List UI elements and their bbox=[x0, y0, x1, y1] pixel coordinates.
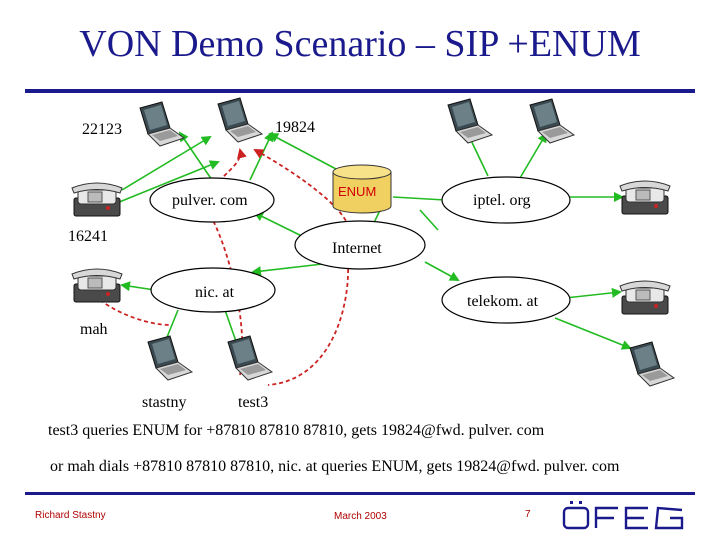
number-16241: 16241 bbox=[68, 228, 108, 245]
laptop-icon bbox=[629, 341, 675, 387]
phone-icon bbox=[71, 268, 123, 303]
laptop-icon bbox=[529, 98, 575, 144]
caption-line-1: test3 queries ENUM for +87810 87810 8781… bbox=[48, 422, 545, 439]
telekom-node bbox=[441, 276, 571, 324]
enum-label: ENUM bbox=[338, 184, 377, 199]
phone-icon bbox=[619, 180, 671, 215]
user-stastny: stastny bbox=[142, 394, 187, 411]
footer-author: Richard Stastny bbox=[35, 510, 106, 521]
slide-title: VON Demo Scenario – SIP +ENUM bbox=[79, 23, 641, 65]
phone-icon bbox=[619, 280, 671, 315]
pulver-node bbox=[149, 177, 275, 223]
laptop-icon bbox=[217, 97, 263, 143]
user-mah: mah bbox=[80, 321, 108, 338]
slide-number: 7 bbox=[525, 509, 531, 520]
iptel-node bbox=[441, 176, 571, 224]
footer-divider bbox=[25, 492, 695, 495]
iptel-label: iptel. org bbox=[473, 192, 531, 209]
pulver-label: pulver. com bbox=[172, 192, 248, 209]
number-22123: 22123 bbox=[82, 121, 122, 138]
phone-icon bbox=[71, 182, 123, 217]
nicat-label: nic. at bbox=[195, 284, 235, 301]
footer-date: March 2003 bbox=[334, 511, 387, 522]
nicat-node bbox=[150, 267, 276, 313]
telekom-label: telekom. at bbox=[467, 293, 539, 310]
number-19824: 19824 bbox=[275, 119, 315, 136]
internet-label: Internet bbox=[332, 240, 382, 257]
title-divider bbox=[25, 89, 695, 93]
red-dashed-paths bbox=[99, 148, 349, 386]
enum-database-icon bbox=[332, 164, 392, 214]
user-test3: test3 bbox=[238, 394, 269, 411]
caption-line-2: or mah dials +87810 87810 87810, nic. at… bbox=[50, 458, 620, 475]
laptop-icon bbox=[139, 101, 185, 147]
internet-node bbox=[294, 220, 426, 270]
laptop-icon bbox=[447, 98, 493, 144]
laptop-icon bbox=[227, 335, 273, 381]
ofeg-logo bbox=[562, 501, 684, 530]
laptop-icon bbox=[147, 335, 193, 381]
